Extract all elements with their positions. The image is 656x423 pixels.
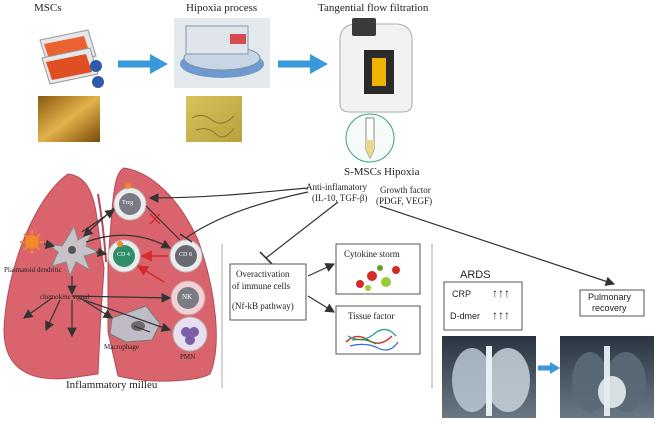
macrophage-cell xyxy=(109,305,161,343)
mscs-label: MSCs xyxy=(34,2,62,14)
growth-factor-label: Growth factor xyxy=(380,185,431,195)
anti-inflammatory-label: Anti-inflamatory xyxy=(306,182,367,192)
msc-micrograph xyxy=(38,96,100,142)
cd4-label: CD 4 xyxy=(117,252,130,258)
hypoxia-label: Hipoxia process xyxy=(186,2,258,14)
nk-cell xyxy=(170,280,206,316)
pmn-label: PMN xyxy=(180,353,196,361)
tff-label: Tangential flow filtration xyxy=(318,2,429,14)
cd8-cell xyxy=(169,239,203,273)
plasmacytoid-label: Plasmatoid dendritic xyxy=(4,266,62,274)
immune-line3: (Nf-kB pathway) xyxy=(232,301,294,311)
left-lung xyxy=(3,173,105,380)
tissue-factor-title: Tissue factor xyxy=(348,311,395,321)
smscs-title: S-MSCs Hipoxia xyxy=(344,166,420,178)
pmn-cell xyxy=(172,316,208,352)
anti-inflammatory-detail: (IL-10, TGF-β) xyxy=(312,193,368,203)
hypoxia-chamber-image xyxy=(174,18,270,88)
growth-factor-detail: (PDGF, VEGF) xyxy=(376,196,433,206)
tff-device-image xyxy=(339,18,413,113)
immune-line2: of immune cells xyxy=(232,281,290,291)
cd8-label: CD 8 xyxy=(179,252,192,258)
ards-title: ARDS xyxy=(460,269,491,281)
recovery-line2: recovery xyxy=(592,303,627,313)
crp-arrows: ↑↑↑ xyxy=(492,286,510,300)
immune-overactivation-box xyxy=(229,263,307,321)
treg-label: Treg xyxy=(122,200,134,206)
tube-icon xyxy=(345,113,395,163)
cell-flasks-image xyxy=(39,29,104,88)
ddimer-label: D-dmer xyxy=(450,311,481,321)
inflammatory-caption: Inflammatory milleu xyxy=(66,379,158,391)
cytokine-storm-title: Cytokine storm xyxy=(344,249,400,259)
recovery-line1: Pulmonary xyxy=(588,292,632,302)
xray-after-image xyxy=(560,336,654,418)
hypoxia-micrograph xyxy=(186,96,242,142)
xray-before-image xyxy=(442,336,536,418)
crp-label: CRP xyxy=(452,289,472,299)
macrophage-label: Macrophage xyxy=(104,343,139,351)
cd4-cell xyxy=(107,239,141,273)
virus-icon xyxy=(20,230,44,254)
chemokine-label: chemokine signal xyxy=(40,293,90,301)
ards-markers-box xyxy=(443,281,523,331)
pulmonary-recovery-box xyxy=(579,289,645,317)
immune-line1: Overactivation xyxy=(236,269,290,279)
ddimer-arrows: ↑↑↑ xyxy=(492,308,510,322)
nk-label: NK xyxy=(182,293,193,301)
treg-cell xyxy=(113,187,147,221)
